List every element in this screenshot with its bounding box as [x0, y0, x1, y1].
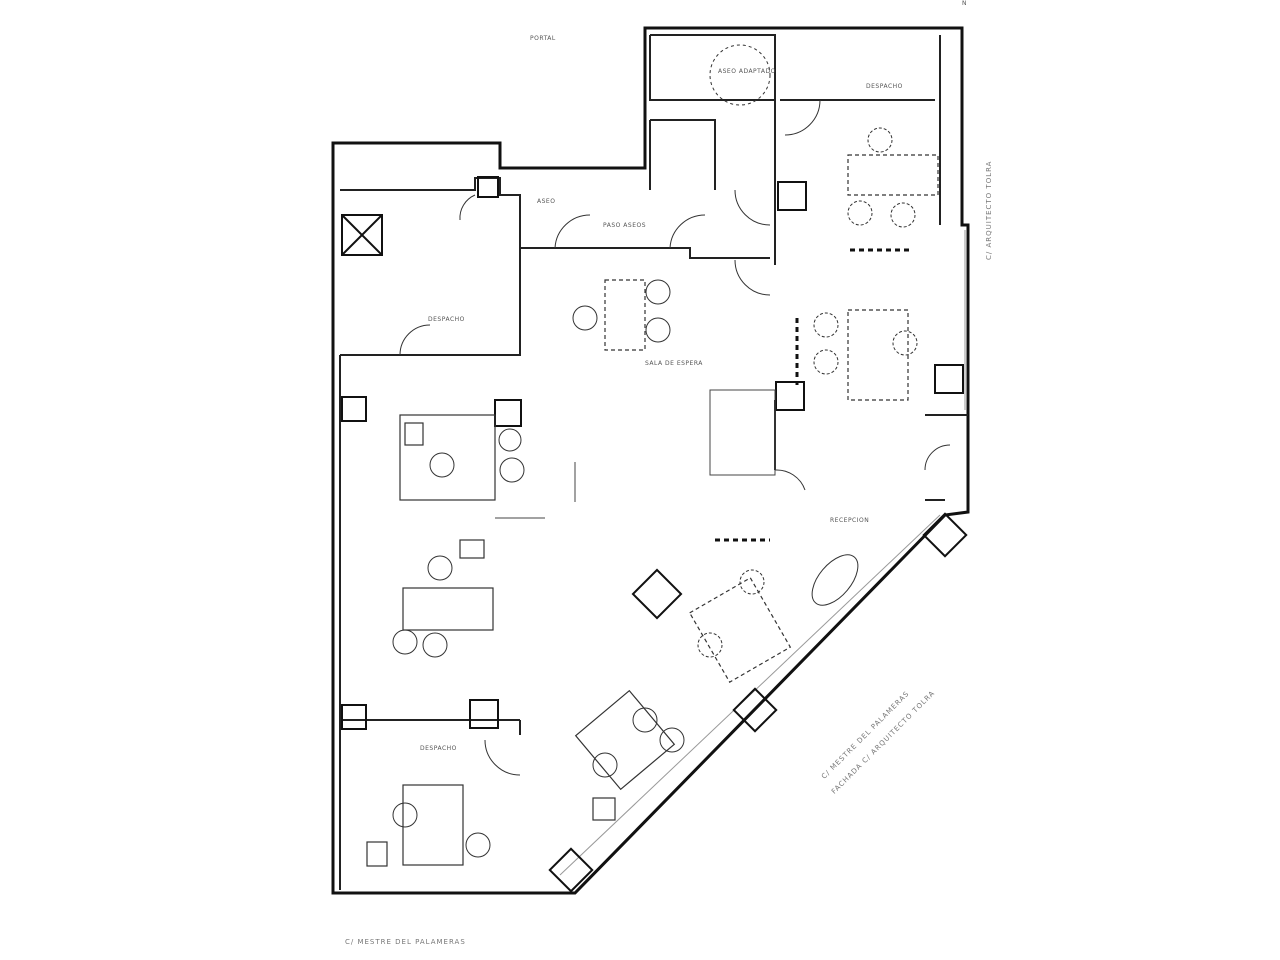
room-label-reception: RECEPCION: [830, 517, 870, 524]
exterior-walls: [331, 26, 970, 895]
fixed-lines: [495, 389, 776, 519]
room-label-waiting: SALA DE ESPERA: [645, 360, 703, 367]
dashed-partitions: [715, 248, 910, 542]
room-label-wc-accessible: ASEO ADAPTADO: [718, 68, 776, 75]
room-label-office-top-right: DESPACHO: [866, 83, 903, 90]
door-swings: [399, 99, 951, 776]
room-label-small-office: ASEO: [537, 198, 556, 205]
room-label-wc-staff: PASO ASEOS: [603, 222, 647, 229]
desks: [366, 154, 939, 867]
north-mark: N: [962, 0, 967, 7]
chairs: [392, 44, 918, 858]
columns: [341, 176, 968, 893]
room-label-office-bottom: DESPACHO: [420, 745, 457, 752]
street-label-bottom: C/ MESTRE DEL PALAMERAS: [345, 938, 466, 946]
street-label-right: C/ ARQUITECTO TOLRA: [985, 160, 993, 260]
street-label-top: PORTAL: [530, 35, 556, 42]
room-label-office-left: DESPACHO: [428, 316, 465, 323]
